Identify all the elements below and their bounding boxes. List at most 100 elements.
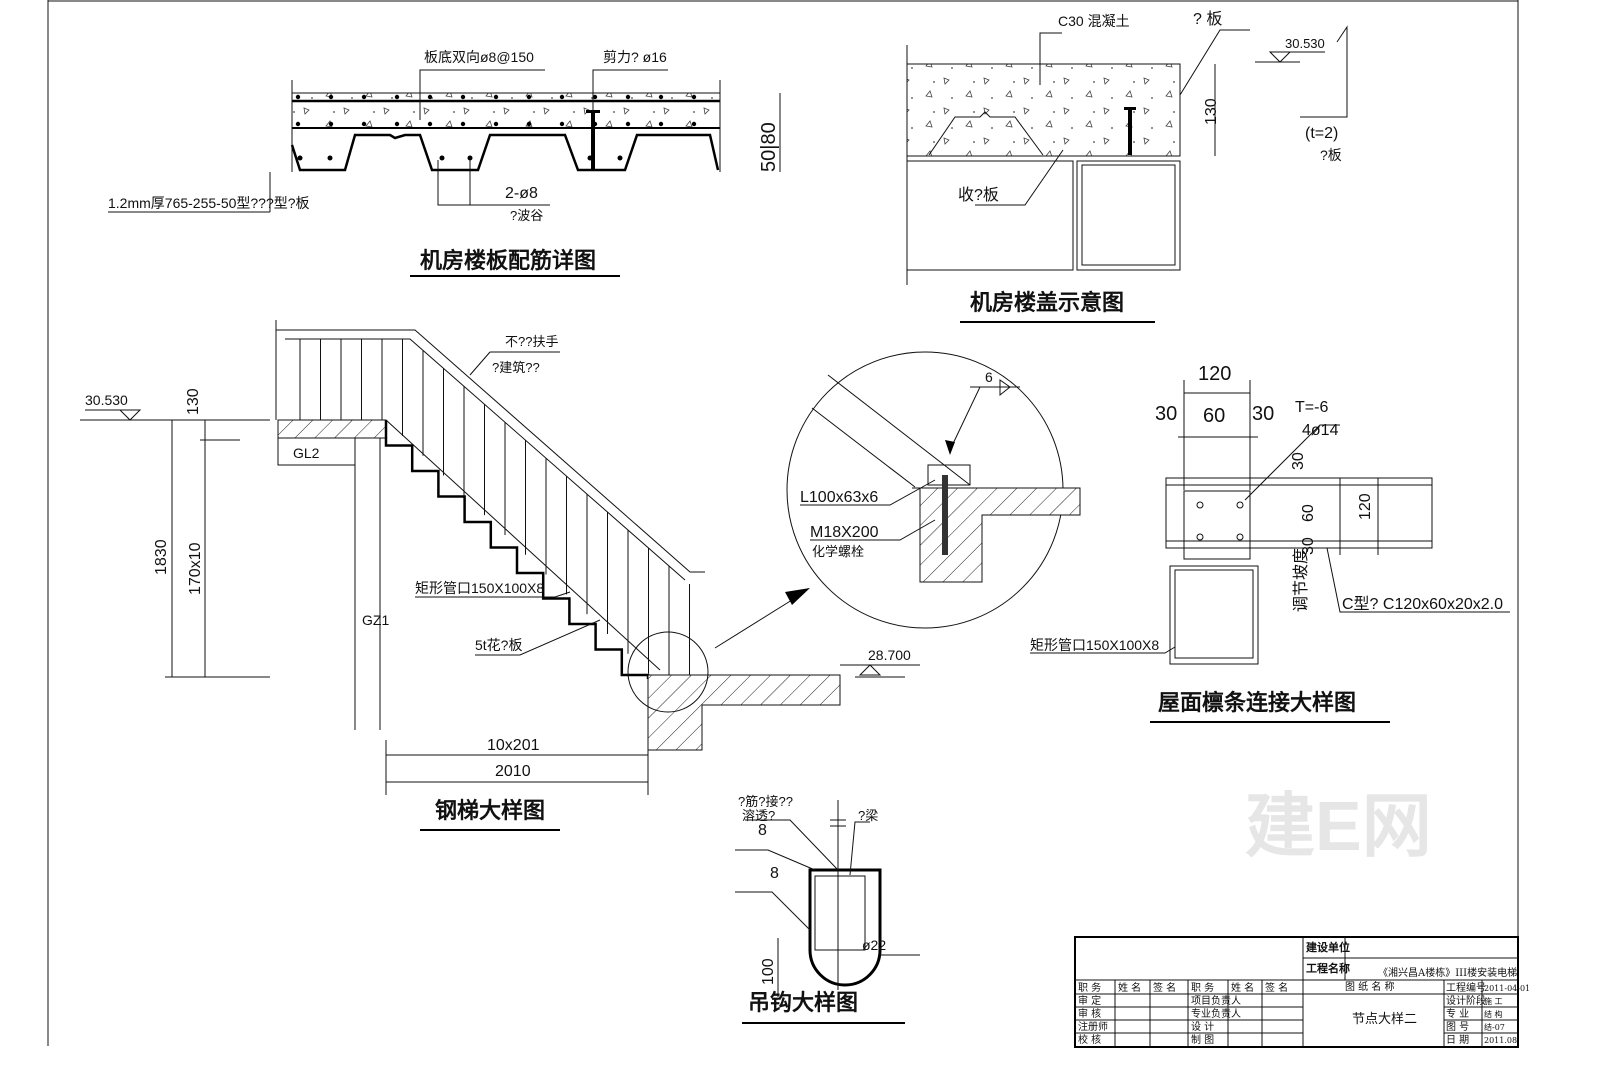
label-trough-bars: 2-ø8 [505, 185, 538, 202]
rebar-dot [394, 94, 400, 100]
dim-1830: 1830 [153, 539, 170, 575]
info-label: 图 号 [1446, 1021, 1469, 1033]
role-left: 注册师 [1078, 1020, 1108, 1033]
rebar-dot [526, 94, 532, 100]
rebar-dot [526, 121, 532, 127]
project-label: 工程名称 [1306, 961, 1350, 975]
rebar-dot [493, 94, 499, 100]
dim-total: 2010 [495, 763, 531, 780]
rebar-dots [295, 94, 697, 161]
dim-60: 60 [1203, 405, 1225, 427]
dim-risers: 170x10 [187, 542, 204, 595]
weld-1: 8 [758, 822, 767, 839]
info-label: 设计阶段 [1446, 994, 1486, 1007]
header-cell: 签 名 [1265, 981, 1288, 994]
rebar-dot [361, 94, 367, 100]
info-value: 结 构 [1484, 1009, 1503, 1019]
rebar-dot [327, 155, 333, 161]
dim-v60: 60 [1300, 504, 1317, 522]
role-mid: 设 计 [1191, 1020, 1214, 1033]
role-left: 审 核 [1078, 1007, 1101, 1020]
rebar-dot [691, 94, 697, 100]
header-cell: 职 务 [1191, 981, 1214, 994]
header-cell: 签 名 [1153, 981, 1176, 994]
rebar-dot [625, 121, 631, 127]
rebar-dot [493, 121, 499, 127]
label-bolt: M18X200 [810, 524, 879, 541]
label-edge-plate: 收?板 [958, 186, 999, 204]
dim-100: 100 [760, 958, 777, 985]
label-plate-2: ?板 [1320, 147, 1342, 163]
dim-120: 120 [1198, 363, 1231, 385]
label-diameter: ø22 [862, 937, 886, 953]
elevation-bottom: 28.700 [868, 647, 911, 663]
dim-slab-thickness: 50|80 [758, 122, 780, 172]
dim-130: 130 [185, 388, 202, 415]
rebar-dot [460, 121, 466, 127]
client-label: 建设单位 [1306, 940, 1350, 954]
label-bottom-bars: 板底双向ø8@150 [424, 49, 534, 65]
dim-v30b: 30 [1300, 537, 1317, 555]
project-value: 《湘兴昌A楼栋》III楼安装电梯 [1378, 966, 1517, 979]
role-mid: 专业负责人 [1191, 1007, 1241, 1020]
label-gz1: GZ1 [362, 612, 389, 628]
rebar-dot [658, 94, 664, 100]
rebar-dot [691, 121, 697, 127]
header-cell: 职 务 [1078, 981, 1101, 994]
rebar-dot [427, 94, 433, 100]
dim-treads: 10x201 [487, 737, 540, 754]
label-plate: ? 板 [1193, 10, 1222, 28]
rebar-dot [427, 121, 433, 127]
bolt-holes [1196, 501, 1244, 541]
label-beam: ?梁 [858, 808, 878, 823]
label-bolt-type: 化学螺栓 [812, 544, 864, 559]
title-block: 建设单位 工程名称 《湘兴昌A楼栋》III楼安装电梯 图 纸 名 称 节点大样二… [1074, 936, 1530, 1048]
elevation-top: 30.530 [85, 392, 128, 408]
label-bolts: 4ø14 [1302, 422, 1339, 439]
shear-stud [591, 110, 595, 170]
info-label: 日 期 [1446, 1034, 1469, 1046]
label-adjust-slope: 调节坡度 [1292, 548, 1310, 612]
info-label: 工程编号 [1446, 981, 1486, 994]
elevation-roof: 30.530 [1285, 36, 1325, 51]
info-value: 施 工 [1484, 996, 1503, 1006]
header-cell: 姓 名 [1118, 981, 1141, 994]
label-purlin: C型? C120x60x20x2.0 [1342, 595, 1503, 613]
label-tread: 5t花?板 [475, 637, 522, 653]
dim-v120: 120 [1357, 493, 1374, 520]
rebar-dot [559, 121, 565, 127]
roof-purlin-connection-detail: 120 30 60 30 T=-6 4ø14 30 60 30 120 调节坡度… [1030, 363, 1510, 723]
label-weld-note-2: 溶透? [742, 808, 775, 823]
rebar-dot [394, 121, 400, 127]
slab-reinforcement-detail: 板底双向ø8@150 剪力? ø16 1.2mm厚765-255-50型???型… [108, 49, 781, 277]
role-mid: 项目负责人 [1191, 994, 1241, 1007]
rebar-dot [328, 121, 334, 127]
info-value: 结-07 [1484, 1022, 1505, 1032]
label-angle: L100x63x6 [800, 489, 878, 506]
purlin-detail-title: 屋面檩条连接大样图 [1158, 690, 1356, 715]
weld-2: 8 [770, 865, 779, 882]
dim-30-left: 30 [1155, 403, 1177, 425]
rebar-dot [295, 121, 301, 127]
rebar-dot [295, 94, 301, 100]
rebar-dot [361, 121, 367, 127]
rebar-dot [467, 155, 473, 161]
rebar-dot [592, 94, 598, 100]
stair-treads [384, 420, 650, 679]
info-value: 2011-04-01 [1484, 984, 1530, 993]
info-label: 专 业 [1446, 1007, 1469, 1020]
label-shear-stud: 剪力? ø16 [603, 49, 667, 65]
role-left: 审 定 [1078, 994, 1101, 1007]
steel-stair-detail: GL2 GZ1 30.530 130 1830 170x10 10x201 20… [80, 320, 920, 831]
rebar-dot [460, 94, 466, 100]
header-cell: 姓 名 [1231, 981, 1254, 994]
anchor-bolt-detail: 6 L100x63x6 M18X200 化学螺栓 [714, 351, 1081, 649]
label-trough: ?波谷 [510, 208, 543, 223]
label-handrail: 不??扶手 [505, 334, 558, 349]
label-weld-note-1: ?筋?接?? [738, 794, 793, 809]
machine-room-roof-detail: C30 混凝土 ? 板 30.530 130 (t=2) ?板 收?板 机房楼盖… [906, 10, 1348, 323]
slab-detail-title: 机房楼板配筋详图 [420, 248, 596, 273]
rebar-dot [625, 94, 631, 100]
